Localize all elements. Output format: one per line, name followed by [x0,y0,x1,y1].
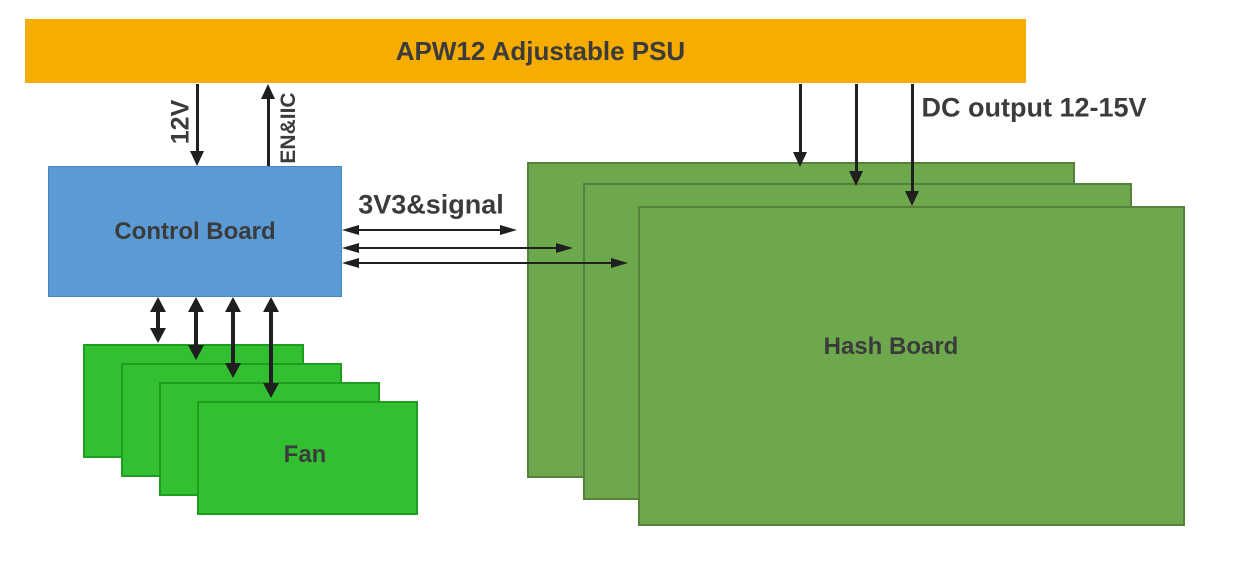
fan-layer-front [197,401,418,515]
psu-box: APW12 Adjustable PSU [25,19,1026,83]
arrow-psu-hash-dc-1 [793,84,808,167]
arrowhead-down-icon [849,171,863,186]
arrowhead-down-icon [793,152,807,167]
arrow-line [356,229,503,231]
arrow-psu-to-control-12v [190,84,205,166]
arrowhead-up-icon [150,297,166,312]
arrowhead-up-icon [263,297,279,312]
arrowhead-right-icon [556,243,573,253]
control-board-box: Control Board [48,166,342,297]
arrowhead-down-icon [225,363,241,378]
arrow-control-fan-1 [150,297,166,343]
arrow-line [799,84,802,153]
arrow-psu-hash-dc-3 [905,84,920,206]
arrow-psu-hash-dc-2 [849,84,864,186]
fan-label: Fan [283,441,327,468]
arrowhead-up-icon [188,297,204,312]
arrow-line [911,84,914,192]
arrow-line [269,311,273,384]
arrow-control-hash-signal-2 [342,243,573,253]
hash-board-layer-front [638,206,1185,526]
label-eniic: EN&IIC [277,92,300,164]
arrow-line [194,311,198,346]
arrow-line [231,311,235,364]
arrow-line [267,98,270,166]
label-12v: 12V [166,99,195,145]
arrow-control-to-psu-eniic [261,84,276,166]
hash-board-label: Hash Board [823,333,959,360]
arrow-control-fan-4 [263,297,279,398]
arrowhead-right-icon [500,225,517,235]
arrowhead-down-icon [188,345,204,360]
label-dc-output: DC output 12-15V [921,92,1147,123]
arrowhead-up-icon [261,84,275,99]
arrow-control-hash-signal-1 [342,225,517,235]
arrowhead-left-icon [342,243,359,253]
arrow-control-hash-signal-3 [342,258,628,268]
arrowhead-right-icon [611,258,628,268]
control-board-label: Control Board [114,217,276,245]
psu-label: APW12 Adjustable PSU [395,35,686,66]
arrow-line [196,84,199,152]
arrowhead-down-icon [190,151,204,166]
arrowhead-up-icon [225,297,241,312]
arrow-control-fan-3 [225,297,241,378]
arrow-line [156,311,160,329]
arrowhead-left-icon [342,225,359,235]
arrow-line [356,247,559,249]
arrow-control-fan-2 [188,297,204,360]
arrow-line [356,262,614,264]
arrowhead-left-icon [342,258,359,268]
arrowhead-down-icon [905,191,919,206]
arrow-line [855,84,858,172]
label-3v3-signal: 3V3&signal [358,189,504,220]
arrowhead-down-icon [150,328,166,343]
arrowhead-down-icon [263,383,279,398]
